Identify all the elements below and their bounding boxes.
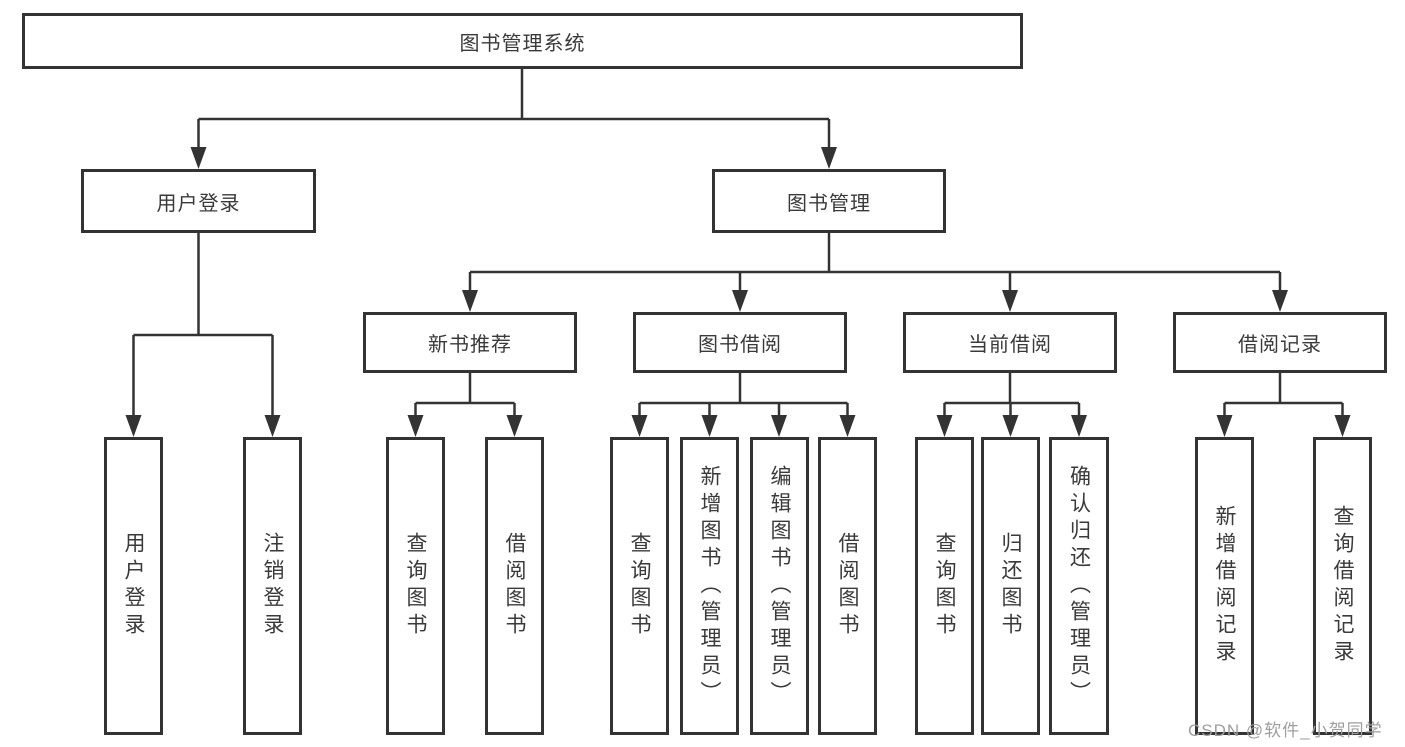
node-label: 图书管理系统 [459, 32, 586, 55]
leaf-logout: 注销登录 [243, 437, 302, 735]
node-label: 借阅图书 [836, 532, 859, 640]
node-label: 注销登录 [261, 532, 284, 640]
node-label: 图书借阅 [698, 334, 782, 356]
node-root-system: 图书管理系统 [22, 13, 1023, 69]
node-label: 用户登录 [156, 192, 241, 215]
node-label: 用户登录 [122, 532, 145, 640]
csdn-watermark: CSDN @软件_小贺同学 [1188, 721, 1383, 740]
node-user-login: 用户登录 [81, 169, 316, 233]
node-label: 图书管理 [787, 192, 871, 215]
node-label: 借阅记录 [1238, 334, 1322, 356]
leaf-confirm-return-admin: 确认归还（管理员） [1049, 437, 1109, 735]
leaf-user-login: 用户登录 [104, 437, 163, 735]
node-label: 新增图书（管理员） [698, 464, 721, 708]
node-label: 当前借阅 [968, 334, 1052, 356]
leaf-add-borrow-record: 新增借阅记录 [1195, 437, 1254, 735]
node-label: 查询图书 [404, 532, 427, 640]
leaf-query-borrow-record: 查询借阅记录 [1313, 437, 1372, 735]
leaf-query-books-recommend: 查询图书 [386, 437, 445, 735]
node-book-management: 图书管理 [712, 169, 946, 233]
node-label: 确认归还（管理员） [1067, 464, 1091, 708]
leaf-add-books-admin: 新增图书（管理员） [680, 437, 739, 735]
node-label: 新书推荐 [428, 334, 512, 356]
node-label: 编辑图书（管理员） [768, 464, 791, 708]
leaf-query-books-current: 查询图书 [915, 437, 974, 735]
node-book-borrow: 图书借阅 [633, 312, 847, 373]
node-label: 查询图书 [628, 532, 651, 640]
arrowheads [125, 147, 1351, 437]
node-label: 查询图书 [933, 532, 956, 640]
node-current-borrow: 当前借阅 [903, 312, 1117, 373]
leaf-return-books: 归还图书 [981, 437, 1040, 735]
node-label: 归还图书 [999, 532, 1022, 640]
node-label: 新增借阅记录 [1213, 505, 1236, 667]
node-label: 借阅图书 [503, 532, 526, 640]
leaf-borrow-books-recommend: 借阅图书 [485, 437, 544, 735]
node-new-book-recommend: 新书推荐 [363, 312, 577, 373]
leaf-query-books-borrow: 查询图书 [610, 437, 669, 735]
leaf-borrow-books: 借阅图书 [818, 437, 877, 735]
node-borrow-records: 借阅记录 [1173, 312, 1387, 373]
leaf-edit-books-admin: 编辑图书（管理员） [750, 437, 809, 735]
node-label: 查询借阅记录 [1331, 505, 1354, 667]
